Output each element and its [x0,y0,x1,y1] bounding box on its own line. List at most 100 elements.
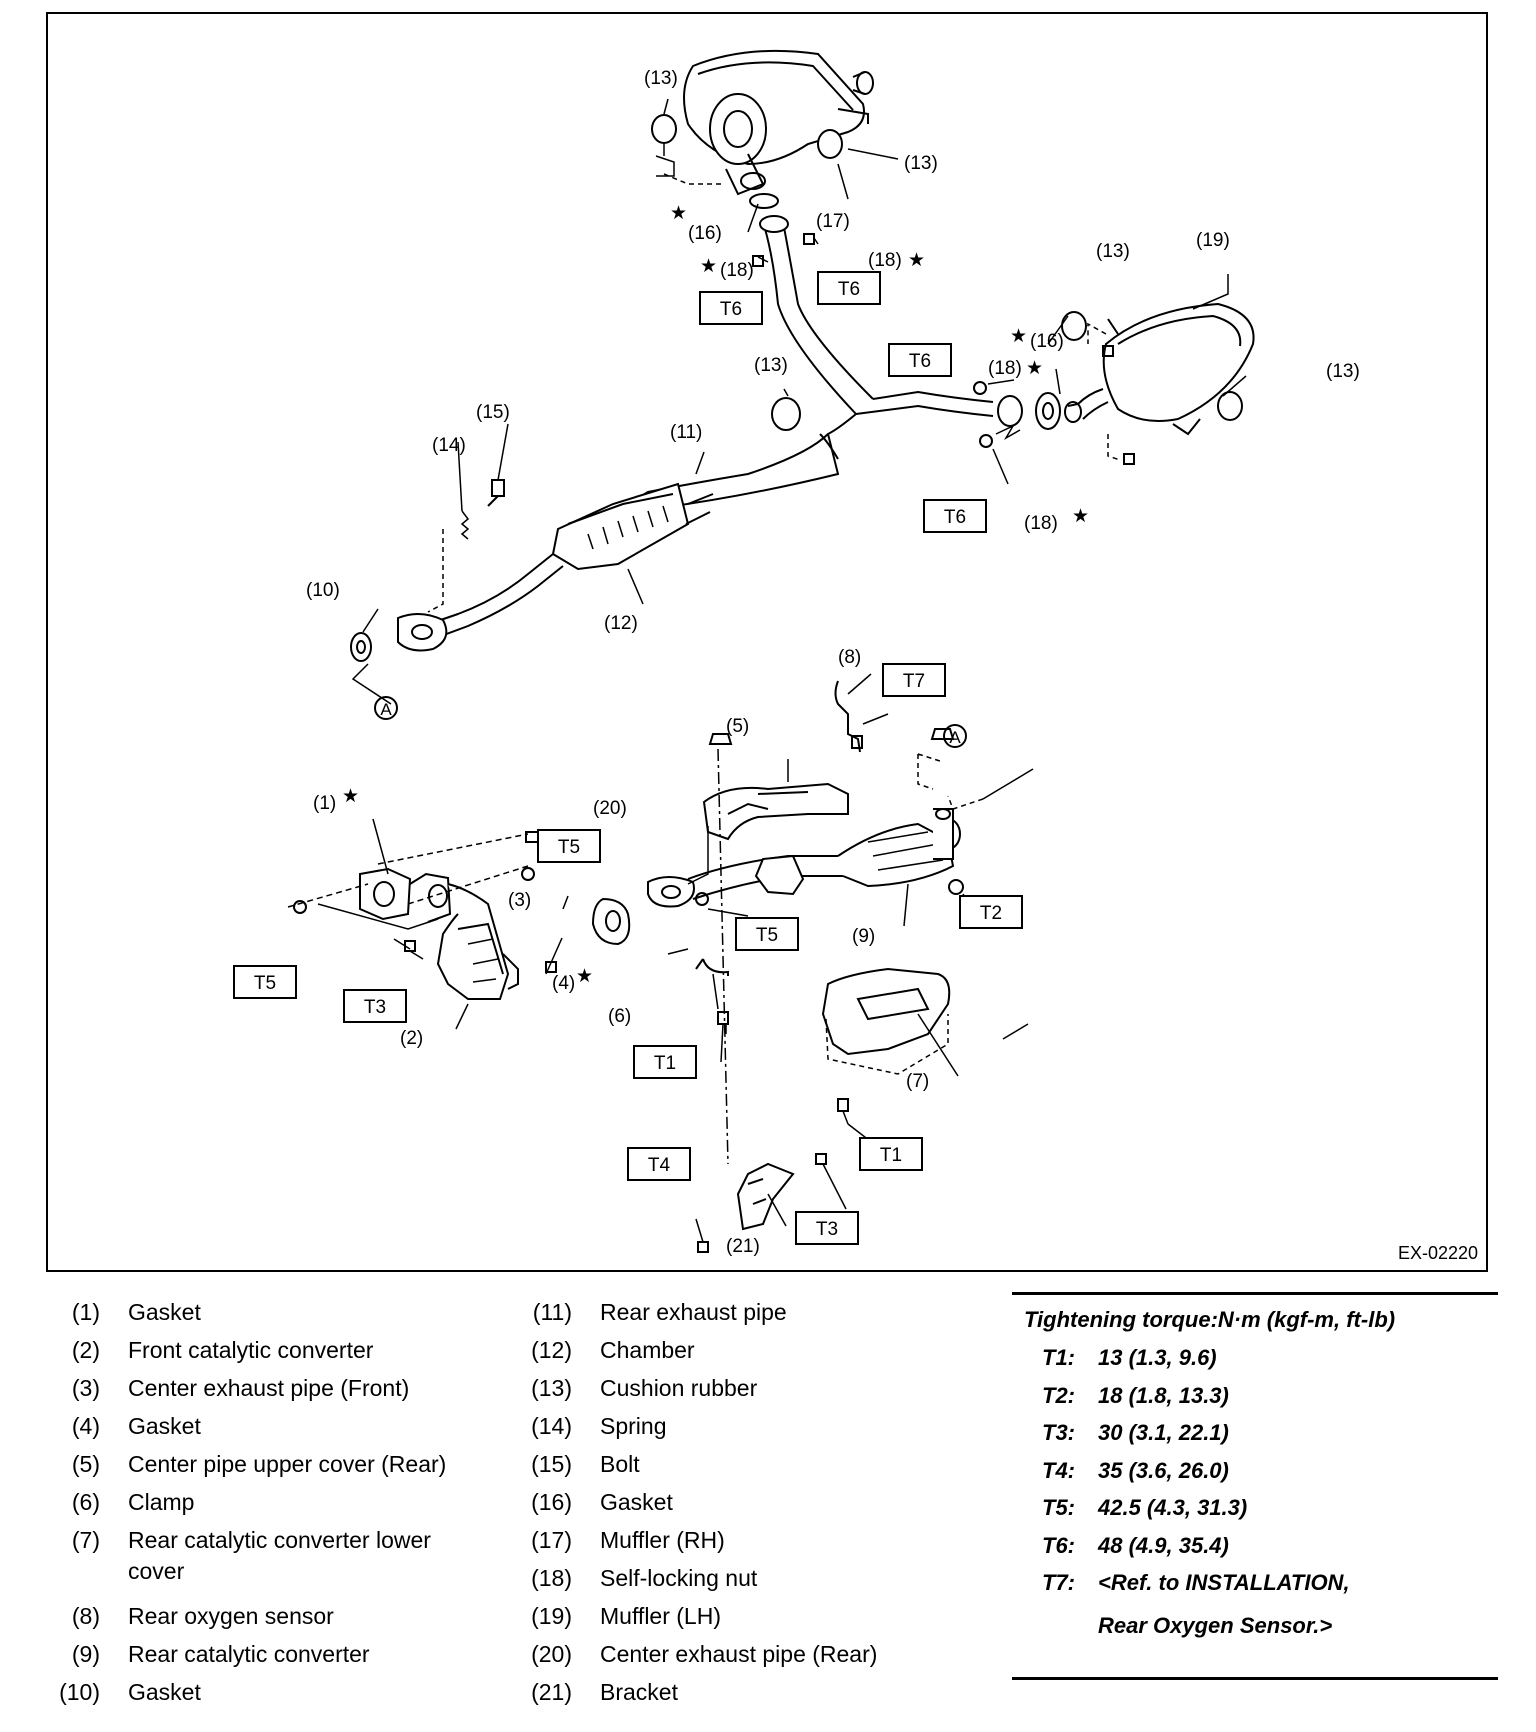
legend-item: (11)Rear exhaust pipe [512,1293,952,1331]
callout-18: (18) [988,358,1022,379]
legend-label: Rear catalytic converter [128,1641,370,1667]
star-mark: ★ [670,203,687,224]
star-mark: ★ [1072,506,1089,527]
legend-label: Muffler (RH) [600,1527,725,1553]
callout-14: (14) [432,435,466,456]
callout-12: (12) [604,613,638,634]
exhaust-system-diagram: (13) (13) (17) ★ (16) ★ (18) (18) ★ (13)… [46,12,1488,1272]
rear-catalytic-converter-part [647,808,961,908]
legend-item: (12) Chamber [512,1331,952,1369]
callout-4: (4) [552,973,575,994]
legend-number: (20) [531,1641,572,1667]
legend-number: (19) [531,1603,572,1629]
cushion-rubber-part [651,114,1243,431]
callout-3: (3) [508,890,531,911]
legend-number: (11) [532,1299,572,1325]
torque-value: 30 (3.1, 22.1) [1098,1420,1229,1445]
legend-number: (6) [71,1489,100,1515]
torque-key: T2: [1042,1382,1075,1408]
legend-number: (14) [531,1413,572,1439]
callout-18: (18) [868,250,902,271]
torque-key: T5: [1042,1495,1075,1520]
torque-key: T4: [1042,1457,1075,1483]
callout-9: (9) [852,926,875,947]
callout-10: (10) [306,580,340,601]
legend-number: (16) [531,1489,572,1515]
torque-key: T1: [1042,1345,1075,1370]
front-catalytic-converter-part [359,867,519,1000]
legend-number: (7) [71,1527,100,1553]
legend-item: (3)Center exhaust pipe (Front) [40,1369,510,1407]
torque-row: T6:48 (4.9, 35.4) [1042,1533,1229,1559]
legend-label: Muffler (LH) [600,1603,721,1629]
callout-13: (13) [904,153,938,174]
legend-item: (7) Rear catalytic converter lower cover [40,1521,510,1597]
legend-label: Spring [600,1413,667,1439]
callout-1: (1) [313,793,336,814]
legend-label: Clamp [128,1489,195,1515]
legend-number: (15) [531,1451,572,1477]
legend-item: (14) Spring [512,1407,952,1445]
torque-row: T4:35 (3.6, 26.0) [1042,1458,1229,1484]
torque-tag-t6: T6 [944,507,966,528]
torque-value: 48 (4.9, 35.4) [1098,1532,1229,1558]
callout-18: (18) [1024,513,1058,534]
legend-number: (9) [71,1641,100,1667]
parts-legend-left: (1)Gasket(2)Front catalytic converter(3)… [40,1293,510,1711]
legend-item: (1)Gasket [40,1293,510,1331]
legend-item: (15) Bolt [512,1445,952,1483]
star-mark: ★ [576,966,593,987]
legend-number: (12) [531,1337,572,1363]
torque-key: T7: [1042,1570,1075,1595]
callout-19: (19) [1196,230,1230,251]
legend-label: Self-locking nut [600,1565,758,1591]
legend-item: (20)Center exhaust pipe (Rear) [512,1635,952,1673]
torque-tag-t1: T1 [880,1145,902,1166]
torque-value: <Ref. to INSTALLATION, [1098,1570,1350,1595]
legend-label: Gasket [128,1299,201,1325]
callout-20: (20) [593,798,627,819]
callout-6: (6) [608,1006,631,1027]
star-mark: ★ [700,256,717,277]
legend-label: Center pipe upper cover (Rear) [128,1451,447,1477]
torque-tag-t4: T4 [648,1155,671,1176]
torque-tag-t6: T6 [838,279,860,300]
callout-21: (21) [726,1236,760,1257]
figure-id: EX-02220 [1397,1243,1478,1263]
callout-13: (13) [1326,361,1360,382]
star-mark: ★ [908,250,925,271]
torque-row: T2:18 (1.8, 13.3) [1042,1383,1229,1409]
legend-item: (9) Rear catalytic converter [40,1635,510,1673]
legend-number: (17) [531,1527,572,1553]
torque-table: Tightening torque:N·m (kgf-m, ft-lb) T1:… [1012,1292,1498,1680]
legend-label: Bolt [600,1451,640,1477]
muffler-rh-part [683,49,874,196]
torque-key: T3: [1042,1420,1075,1445]
legend-item: (5)Center pipe upper cover (Rear) [40,1445,510,1483]
torque-tag-t5: T5 [254,973,276,994]
torque-tag-t1: T1 [654,1053,676,1074]
legend-item: (6) Clamp [40,1483,510,1521]
legend-label: Center exhaust pipe (Front) [128,1375,410,1401]
parts-legend-right: (11)Rear exhaust pipe (12) Chamber (13)Cush… [512,1293,952,1711]
legend-item: (18)Self-locking nut [512,1559,952,1597]
callout-16: (16) [1030,331,1064,352]
callout-13: (13) [644,68,678,89]
legend-label: Rear catalytic converter lower cover [128,1527,431,1584]
reference-a-marker: A [949,728,961,747]
legend-label: Front catalytic converter [128,1337,374,1363]
legend-item: (13)Cushion rubber [512,1369,952,1407]
legend-item: (16) Gasket [512,1483,952,1521]
legend-item: (17) Muffler (RH) [512,1521,952,1559]
callout-13: (13) [1096,241,1130,262]
callout-7: (7) [906,1071,929,1092]
legend-label: Gasket [600,1489,673,1515]
callout-11: (11) [670,422,702,443]
exploded-view-drawing: (13) (13) (17) ★ (16) ★ (18) (18) ★ (13)… [233,49,1360,1257]
callout-15: (15) [476,402,510,423]
torque-row: T7: <Ref. to INSTALLATION, [1042,1570,1350,1596]
torque-row: T3: 30 (3.1, 22.1) [1042,1420,1229,1446]
callout-5: (5) [726,716,749,737]
legend-item: (21)Bracket [512,1673,952,1711]
legend-label: Chamber [600,1337,695,1363]
